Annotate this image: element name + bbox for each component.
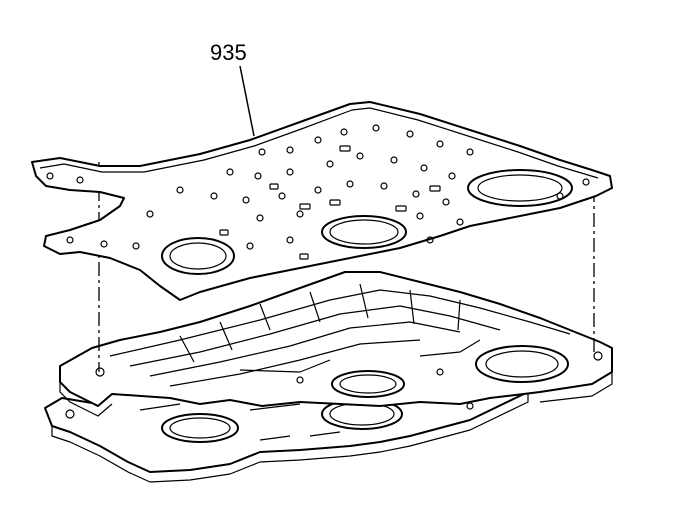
- channel-plate-middle: [59, 271, 613, 417]
- alignment-lines: [98, 162, 595, 372]
- callout-part-number: 935: [210, 40, 247, 65]
- separator-plate-935: [31, 101, 613, 301]
- callout-leader-line: [239, 65, 255, 137]
